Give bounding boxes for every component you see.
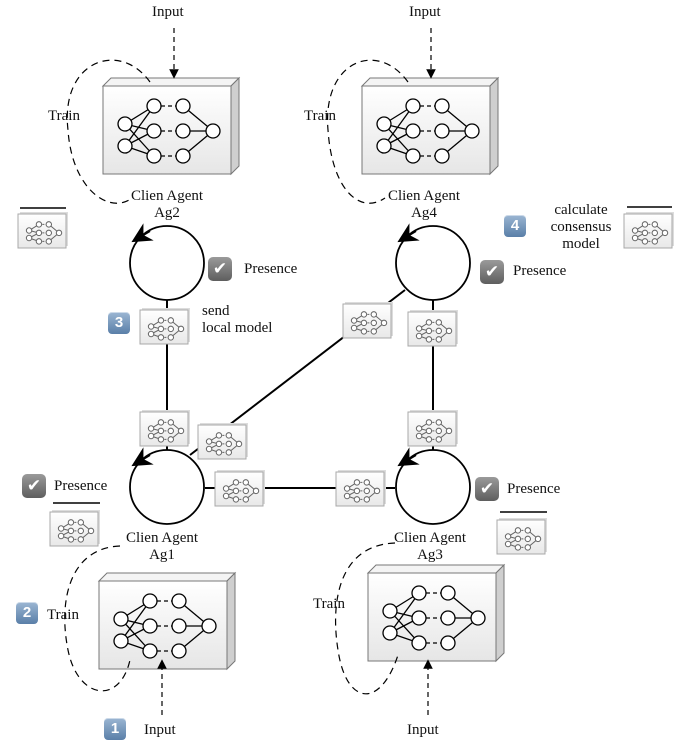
train-loop-ag1 [64,545,131,692]
agent-ag4-cycle [395,223,471,301]
agent-id: Ag1 [149,547,175,563]
calc-line-3: model [562,236,600,252]
send-local-model-label: send local model [202,303,272,337]
agent-id: Ag2 [154,205,180,221]
agent-name: Clien Agent [130,188,204,204]
agent-name: Clien Agent [387,188,461,204]
model-box-ag2 [103,78,239,174]
check-icon: ✔ [475,477,499,501]
send-line-1: send [202,303,230,319]
step-badge-4: 4 [504,215,526,237]
model-chip-ag4-consensus [622,210,676,250]
model-box-ag1 [99,573,235,669]
model-box-ag3 [368,565,504,661]
presence-label-ag1: Presence [54,478,108,494]
calculate-consensus-label: calculate consensus model [540,202,622,253]
train-label-ag2: Train [48,108,80,124]
model-chip-ag3-send [334,468,388,508]
train-label-ag3: Train [313,596,345,612]
agent-name: Clien Agent [393,530,467,546]
model-chip-ag1-link [196,421,250,461]
agent-title-ag4: Clien Agent Ag4 [374,188,474,222]
agent-title-ag3: Clien Agent Ag3 [380,530,480,564]
agent-id: Ag4 [411,205,437,221]
presence-label-ag2: Presence [244,261,298,277]
input-label-ag1: Input [144,722,176,738]
presence-label-ag4: Presence [513,263,567,279]
model-chip-ag1-send [213,468,267,508]
model-chip-ag4-recv [406,308,460,348]
agent-title-ag2: Clien Agent Ag2 [117,188,217,222]
calc-line-1: calculate [554,202,608,218]
model-chip-ag3-recv [406,408,460,448]
model-chip-ag1-recv [138,408,192,448]
calc-line-2: consensus [550,219,612,235]
model-chip-ag1-local [48,508,102,548]
model-chip-ag2-local [16,210,70,250]
train-loop-ag2 [66,59,151,204]
input-label-ag4: Input [409,4,441,20]
presence-label-ag3: Presence [507,481,561,497]
step-badge-2: 2 [16,602,38,624]
agent-id: Ag3 [417,547,443,563]
model-chip-link-ag4 [341,300,395,340]
agent-ag1-cycle [129,447,205,525]
agent-ag2-cycle [129,223,205,301]
check-icon: ✔ [22,474,46,498]
model-chip-ag2-send [138,306,192,346]
check-icon: ✔ [208,257,232,281]
step-badge-3: 3 [108,312,130,334]
train-label-ag4: Train [304,108,336,124]
send-line-2: local model [202,320,273,336]
train-label-ag1: Train [47,607,79,623]
input-label-ag3: Input [407,722,439,738]
input-label-ag2: Input [152,4,184,20]
train-loop-ag3 [335,542,399,695]
model-box-ag4 [362,78,498,174]
train-loop-ag4 [327,59,409,204]
agent-name: Clien Agent [125,530,199,546]
agent-ag3-cycle [395,447,471,525]
model-chip-ag3-local [495,516,549,556]
step-badge-1: 1 [104,718,126,740]
agent-title-ag1: Clien Agent Ag1 [112,530,212,564]
check-icon: ✔ [480,260,504,284]
